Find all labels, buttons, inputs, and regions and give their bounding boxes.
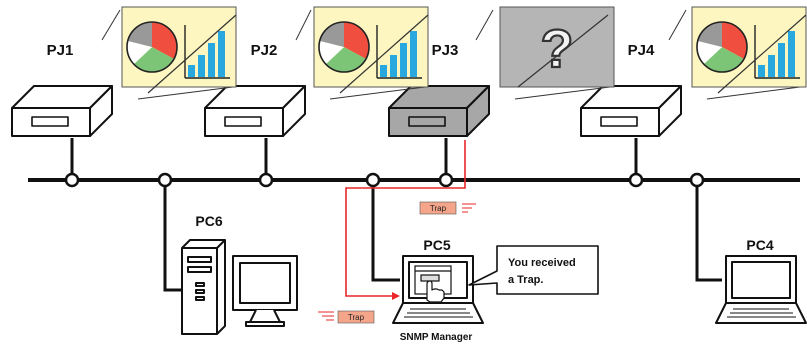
pj3-label: PJ3 bbox=[432, 42, 459, 59]
projector-pj1 bbox=[11, 85, 113, 137]
pc6-desktop bbox=[181, 239, 298, 335]
hand-cursor-icon bbox=[426, 280, 445, 303]
projector-pj2 bbox=[204, 85, 306, 137]
projector-drop-lines bbox=[70, 138, 638, 180]
trap-path bbox=[345, 140, 466, 297]
projector-pj3 bbox=[388, 85, 490, 137]
trap-badge-lower: Trap bbox=[318, 310, 375, 324]
bubble-line-1: You received bbox=[508, 257, 576, 269]
screen-pj2 bbox=[313, 6, 429, 94]
pc5-label: PC5 bbox=[423, 237, 450, 253]
notification-bubble: You received a Trap. bbox=[468, 245, 599, 295]
svg-text:Trap: Trap bbox=[430, 204, 447, 213]
pc5-screen-window bbox=[414, 265, 452, 295]
snmp-manager-caption: SNMP Manager bbox=[400, 332, 473, 343]
screen-pj4 bbox=[691, 6, 807, 94]
screen-pj1 bbox=[121, 6, 237, 94]
pc4-label: PC4 bbox=[746, 237, 773, 253]
screen-pj3: ? bbox=[499, 6, 615, 88]
pj1-label: PJ1 bbox=[47, 42, 74, 59]
svg-text:Trap: Trap bbox=[348, 313, 365, 322]
pc4-laptop bbox=[715, 255, 807, 324]
bubble-line-2: a Trap. bbox=[508, 274, 543, 286]
trap-arrowhead bbox=[392, 292, 400, 300]
pc6-label: PC6 bbox=[195, 213, 222, 229]
bus-junctions bbox=[64, 172, 705, 188]
pj4-label: PJ4 bbox=[628, 42, 655, 59]
projector-pj4 bbox=[580, 85, 682, 137]
projection-beams bbox=[101, 9, 801, 100]
trap-badge-upper: Trap bbox=[419, 201, 476, 215]
error-question-mark: ? bbox=[541, 19, 574, 79]
pj2-label: PJ2 bbox=[251, 42, 278, 59]
